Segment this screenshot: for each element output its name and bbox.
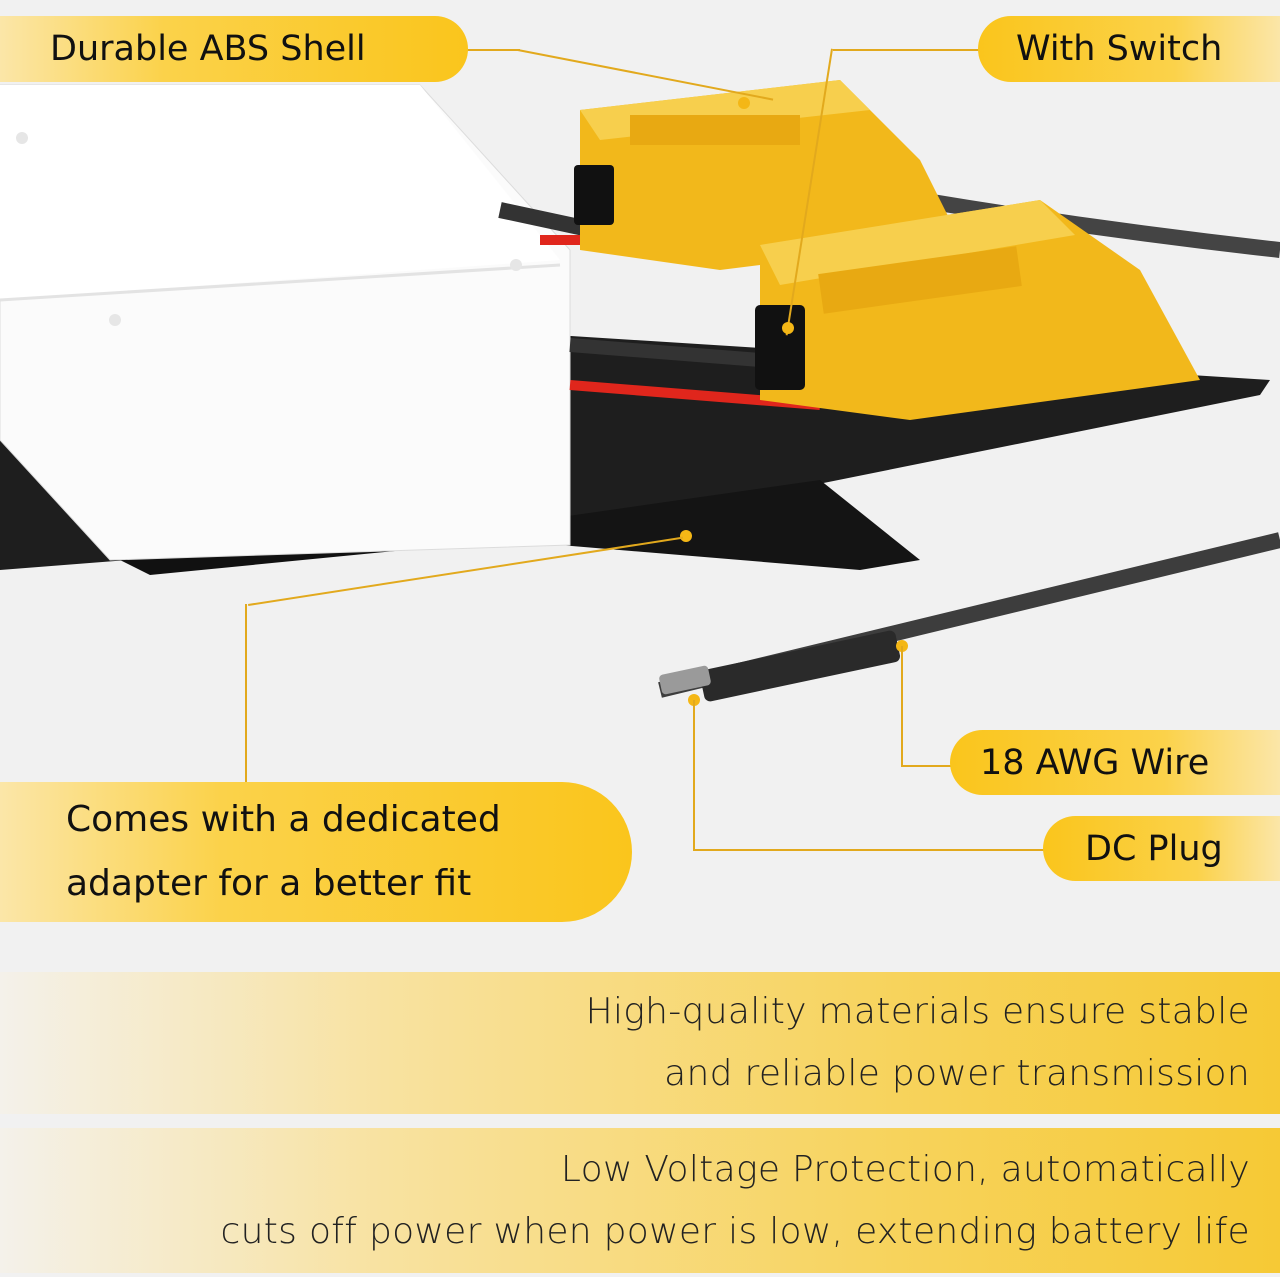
callout-dc-plug: DC Plug <box>1043 816 1280 881</box>
callout-durable-abs-shell: Durable ABS Shell <box>0 16 468 82</box>
feature-text-line1: High-quality materials ensure stable <box>585 991 1250 1032</box>
feature-text-line2: and reliable power transmission <box>664 1053 1250 1094</box>
feature-band-low-voltage: Low Voltage Protection, automatically cu… <box>0 1128 1280 1273</box>
leader-switch-h <box>833 49 980 51</box>
callout-18-awg-wire: 18 AWG Wire <box>950 730 1280 795</box>
callout-dedicated-adapter: Comes with a dedicated adapter for a bet… <box>0 782 632 922</box>
leader-wire-h <box>901 765 953 767</box>
callout-text: 18 AWG Wire <box>980 742 1210 783</box>
leader-plug-v <box>693 700 695 850</box>
leader-plug-h <box>693 849 1046 851</box>
product-illustration <box>0 80 1280 702</box>
callout-text: DC Plug <box>1085 828 1223 869</box>
callout-text-line1: Comes with a dedicated <box>66 799 501 840</box>
leader-adapter-v <box>245 604 247 784</box>
switch-front <box>755 305 805 390</box>
dc-plug <box>659 630 901 702</box>
leader-wire-v <box>901 646 903 766</box>
leader-shell-h <box>465 49 520 51</box>
callout-text-line2: adapter for a better fit <box>66 863 472 904</box>
callout-text: Durable ABS Shell <box>50 29 366 69</box>
adapter-stand <box>470 480 920 570</box>
callout-with-switch: With Switch <box>978 16 1280 82</box>
feature-text-line2: cuts off power when power is low, extend… <box>220 1210 1250 1252</box>
callout-text: With Switch <box>1016 29 1223 69</box>
leader-switch-dot <box>782 322 794 334</box>
leader-adapter-dot <box>680 530 692 542</box>
switch-back <box>574 165 614 225</box>
battery-adapter-back <box>574 80 960 270</box>
feature-band-materials: High-quality materials ensure stable and… <box>0 972 1280 1114</box>
leader-shell-dot <box>738 97 750 109</box>
feature-text-line1: Low Voltage Protection, automatically <box>560 1148 1250 1190</box>
